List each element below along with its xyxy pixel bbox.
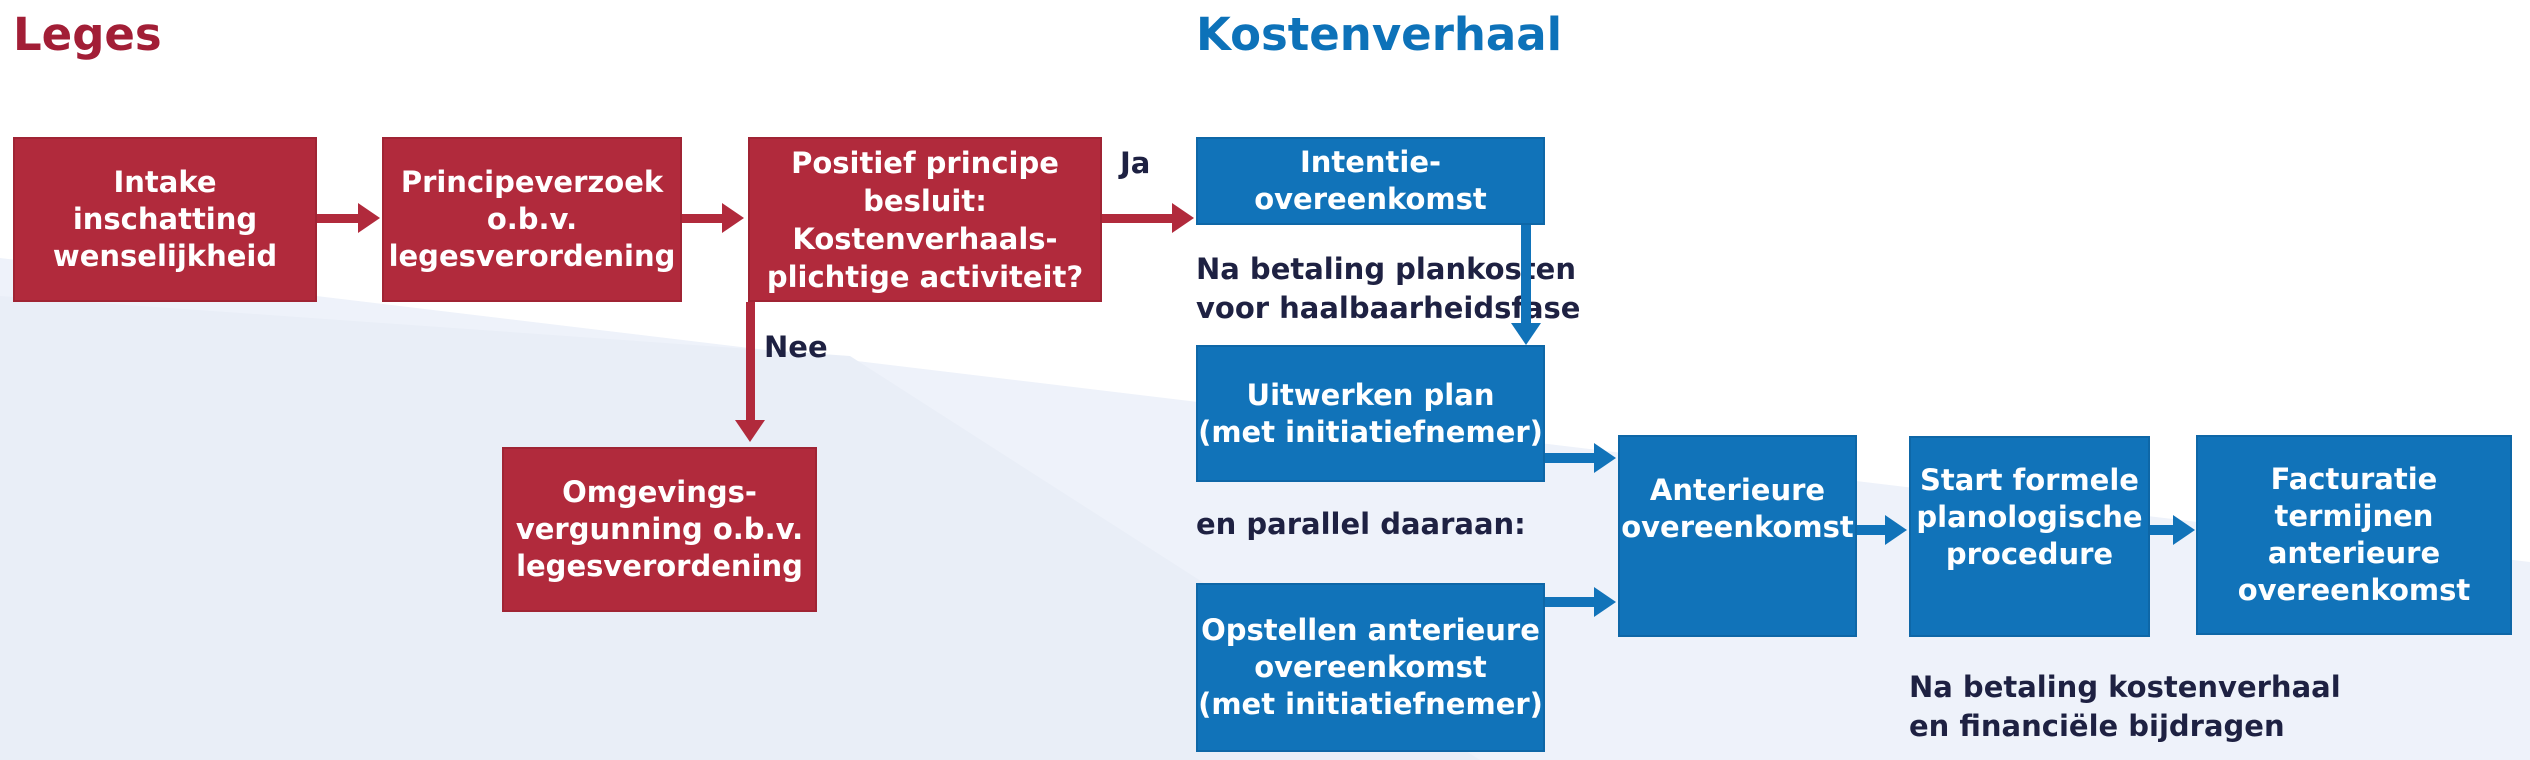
edge-label-ja: Ja [1120,146,1151,180]
caption-en-parallel-daaraan: en parallel daaraan: [1196,507,1526,541]
node-positief-principe-besluit: Positief principe besluit: Kostenverhaal… [748,137,1102,302]
node-start-formele-procedure: Start formele planologische procedure [1909,436,2150,637]
node-principeverzoek: Principeverzoek o.b.v. legesverordening [382,137,682,302]
node-uitwerken-plan: Uitwerken plan (met initiatiefnemer) [1196,345,1545,482]
section-title-leges: Leges [13,8,162,61]
node-facturatie-termijnen: Facturatie termijnen anterieure overeenk… [2196,435,2512,635]
node-omgevingsvergunning: Omgevings- vergunning o.b.v. legesverord… [502,447,817,612]
node-opstellen-anterieure-overeenkomst: Opstellen anterieure overeenkomst (met i… [1196,583,1545,752]
section-title-kostenverhaal: Kostenverhaal [1196,8,1563,61]
caption-na-betaling-kostenverhaal: Na betaling kostenverhaal en financiële … [1909,670,2341,743]
node-intake-inschatting: Intake inschatting wenselijkheid [13,137,317,302]
node-anterieure-overeenkomst: Anterieure overeenkomst [1618,435,1857,637]
edge-label-nee: Nee [764,330,828,364]
node-intentie-overeenkomst: Intentie- overeenkomst [1196,137,1545,225]
